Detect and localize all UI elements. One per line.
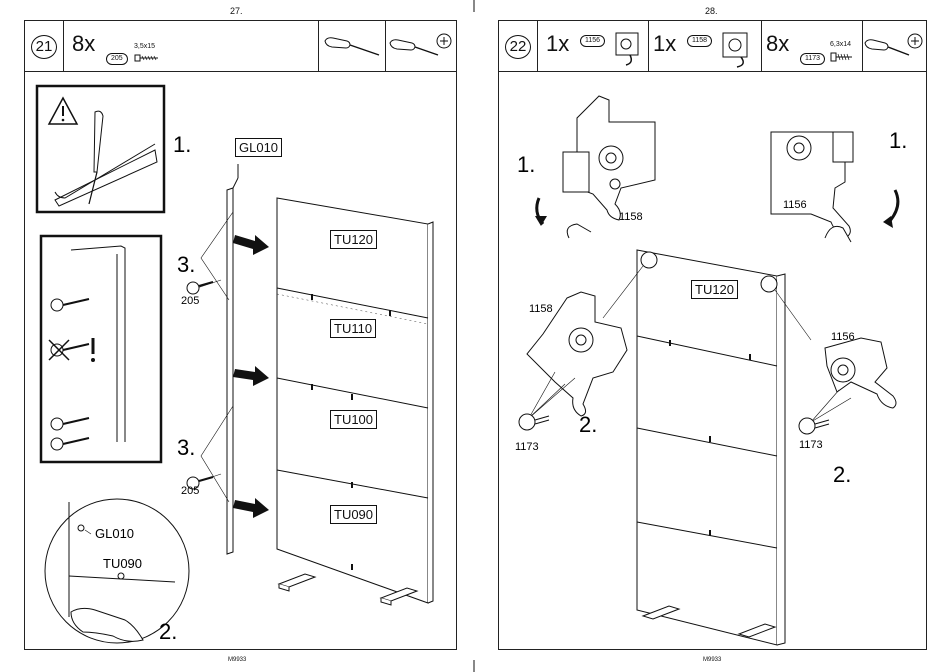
parts-cell: 8x 205 3,5x15 (64, 21, 319, 71)
step-label: 3. (177, 435, 195, 460)
wardrobe-back-panel (603, 250, 811, 645)
arrow-icon (233, 235, 269, 255)
hinge-label: 1156 (783, 199, 807, 211)
part-quantity: 8x (766, 31, 789, 57)
step-number-cell: 22 (499, 21, 538, 71)
step-label: 1. (173, 132, 191, 157)
screw-label: 205 (181, 485, 199, 497)
part-label-gl010: GL010 (235, 138, 282, 157)
flat-screwdriver-icon (323, 33, 383, 61)
screw-size: 6,3x14 (830, 41, 851, 48)
assembly-drawing: 1. 1. 1158 1156 1158 1156 1173 1173 2. 2… (499, 72, 926, 649)
arrow-icon (233, 498, 269, 518)
panel-label: TU120 (330, 230, 377, 249)
hinge-label: 1158 (619, 211, 643, 223)
step-number: 21 (31, 35, 57, 59)
panel-label: TU120 (691, 280, 738, 299)
panel-label: TU090 (330, 505, 377, 524)
detail-label: TU090 (103, 556, 142, 571)
tool-cell-flat (319, 21, 386, 71)
warning-box (37, 86, 164, 212)
hinge-icon (610, 25, 646, 67)
screw-size: 3,5x15 (134, 43, 155, 50)
part-quantity: 1x (653, 31, 676, 57)
screw-icon (187, 282, 213, 294)
hinge-icon (717, 23, 759, 69)
strip-gl010 (227, 164, 238, 554)
page-number-right: 28. (705, 6, 718, 16)
step-number: 22 (505, 35, 531, 59)
instruction-page-left: 21 8x 205 3,5x15 (24, 20, 457, 650)
part-quantity: 8x (72, 31, 95, 57)
panel-label: TU110 (330, 319, 376, 338)
part-id-badge: 1158 (687, 35, 712, 47)
hinge-1156-closeup (771, 132, 898, 242)
instruction-page-right: 22 1x 1156 1x 1158 8x 1173 6,3x14 (498, 20, 927, 650)
assembly-drawing: 1. 3. 205 3. 205 2. GL010 TU090 (25, 72, 456, 649)
screw-instruction-box (41, 236, 161, 462)
step-label: 2. (579, 412, 597, 437)
part-id-badge: 1173 (800, 53, 825, 65)
hinge-1156-assembly (799, 338, 896, 434)
screw-icon (134, 53, 160, 63)
detail-label: GL010 (95, 526, 134, 541)
phillips-screwdriver-icon (863, 31, 925, 63)
screw-icon (830, 51, 856, 63)
step-header: 21 8x 205 3,5x15 (25, 21, 456, 72)
tool-cell-phillips (863, 21, 926, 71)
page-number-left: 27. (230, 6, 243, 16)
parts-cell: 8x 1173 6,3x14 (762, 21, 863, 71)
step-label: 2. (159, 619, 177, 644)
arrow-icon (233, 366, 269, 386)
hinge-label: 1156 (831, 331, 855, 343)
step-number-cell: 21 (25, 21, 64, 71)
screw-label: 1173 (515, 441, 539, 453)
panel-label: TU100 (330, 410, 377, 429)
phillips-screwdriver-icon (388, 31, 454, 63)
step-label: 1. (517, 152, 535, 177)
tool-cell-phillips (386, 21, 456, 71)
step-label: 2. (833, 462, 851, 487)
parts-cell: 1x 1158 (649, 21, 762, 71)
footer-code-left: M9933 (228, 657, 246, 663)
step-label: 1. (889, 128, 907, 153)
part-id-badge: 205 (106, 53, 128, 65)
screw-label: 205 (181, 295, 199, 307)
step-label: 3. (177, 252, 195, 277)
screw-label: 1173 (799, 439, 823, 451)
hinge-label: 1158 (529, 303, 553, 315)
footer-code-right: M9933 (703, 657, 721, 663)
part-id-badge: 1156 (580, 35, 605, 47)
step-header: 22 1x 1156 1x 1158 8x 1173 6,3x14 (499, 21, 926, 72)
part-quantity: 1x (546, 31, 569, 57)
wardrobe-back-panel (277, 198, 433, 605)
parts-cell: 1x 1156 (538, 21, 649, 71)
